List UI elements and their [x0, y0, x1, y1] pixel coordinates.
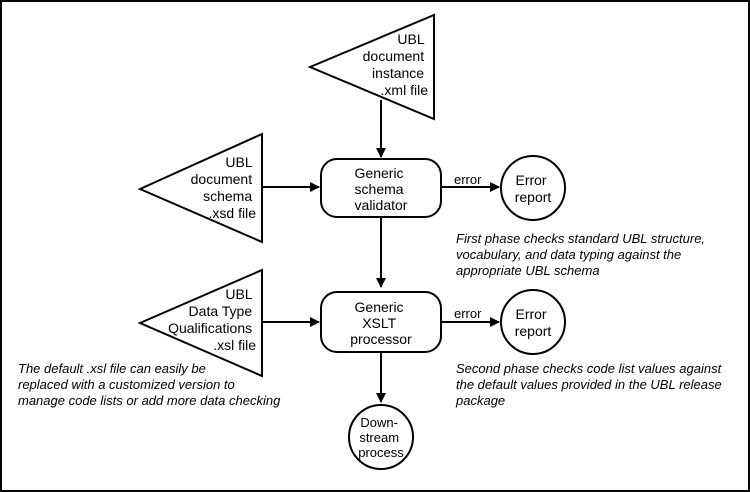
- instance-document-label: UBL document instance .xml file: [363, 31, 429, 98]
- error-report-1-label: Error report: [515, 172, 552, 205]
- schema-document-label: UBL document schema .xsd file: [191, 154, 257, 221]
- note-first-phase: First phase checks standard UBL structur…: [456, 231, 709, 278]
- instance-document-shape: [307, 13, 435, 121]
- instance-document-node: UBL document instance .xml file: [307, 13, 435, 121]
- error-report-2-shape: [500, 289, 566, 355]
- note-second-phase: Second phase checks code list values aga…: [455, 361, 725, 408]
- edge-label-error-2: error: [454, 306, 482, 321]
- xslt-processor-shape: [320, 291, 442, 353]
- dtq-document-shape: [137, 268, 263, 378]
- note-default-xsl: The default .xsl file can easily be repl…: [18, 361, 281, 408]
- dtq-document-label: UBL Data Type Qualifications .xsl file: [168, 286, 256, 353]
- downstream-process-label: Down- stream process: [358, 415, 404, 460]
- error-report-1-node: Error report: [500, 155, 566, 221]
- dtq-document-node: UBL Data Type Qualifications .xsl file: [137, 268, 263, 378]
- xslt-processor-label: Generic XSLT processor: [350, 299, 412, 347]
- downstream-process-shape: [348, 404, 414, 470]
- error-report-2-label: Error report: [515, 306, 552, 339]
- schema-validator-node: Generic schema validator: [320, 158, 442, 218]
- schema-document-node: UBL document schema .xsd file: [137, 132, 263, 244]
- error-report-1-shape: [500, 155, 566, 221]
- xslt-processor-node: Generic XSLT processor: [320, 291, 442, 353]
- schema-validator-shape: [320, 158, 442, 218]
- edge-label-error-1: error: [454, 172, 482, 187]
- error-report-2-node: Error report: [500, 289, 566, 355]
- schema-validator-label: Generic schema validator: [355, 165, 408, 213]
- downstream-process-node: Down- stream process: [348, 404, 414, 470]
- schema-document-shape: [137, 132, 263, 244]
